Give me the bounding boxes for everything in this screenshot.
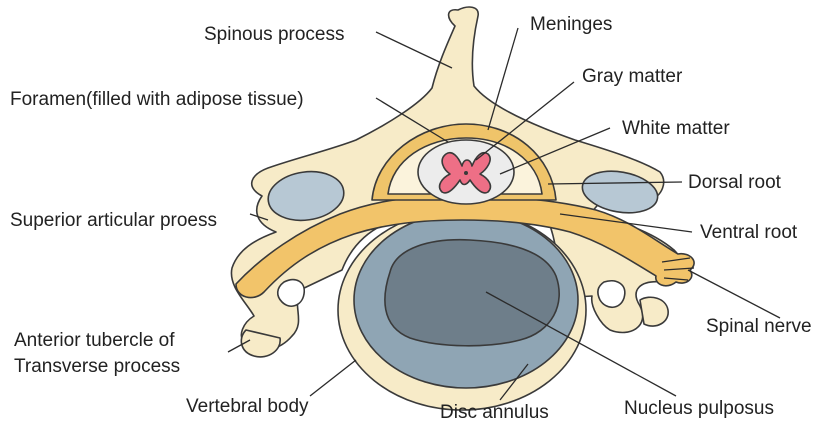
transverse-foramen-right [598, 281, 625, 307]
label-disc-annulus: Disc annulus [440, 402, 549, 423]
label-anterior-tubercle-line1: Anterior tubercle of [14, 330, 175, 351]
anterior-tubercle-right [640, 297, 668, 326]
label-foramen: Foramen(filled with adipose tissue) [10, 89, 304, 110]
label-vertebral-body: Vertebral body [186, 396, 309, 417]
leader-spinous-process [376, 32, 452, 68]
label-white-matter: White matter [622, 118, 730, 139]
transverse-foramen-left [278, 280, 305, 307]
leader-spinal-nerve [688, 270, 780, 318]
label-meninges: Meninges [530, 14, 612, 35]
label-dorsal-root: Dorsal root [688, 172, 781, 193]
label-anterior-tubercle-line2: Transverse process [14, 356, 180, 377]
leader-vertebral-body [310, 360, 356, 396]
label-spinous-process: Spinous process [204, 24, 344, 45]
label-ventral-root: Ventral root [700, 222, 797, 243]
label-nucleus-pulposus: Nucleus pulposus [624, 398, 774, 419]
nucleus-pulposus-shape [385, 240, 559, 346]
label-spinal-nerve: Spinal nerve [706, 316, 812, 337]
central-canal [464, 171, 468, 175]
label-superior-articular: Superior articular proess [10, 210, 217, 231]
label-gray-matter: Gray matter [582, 66, 682, 87]
